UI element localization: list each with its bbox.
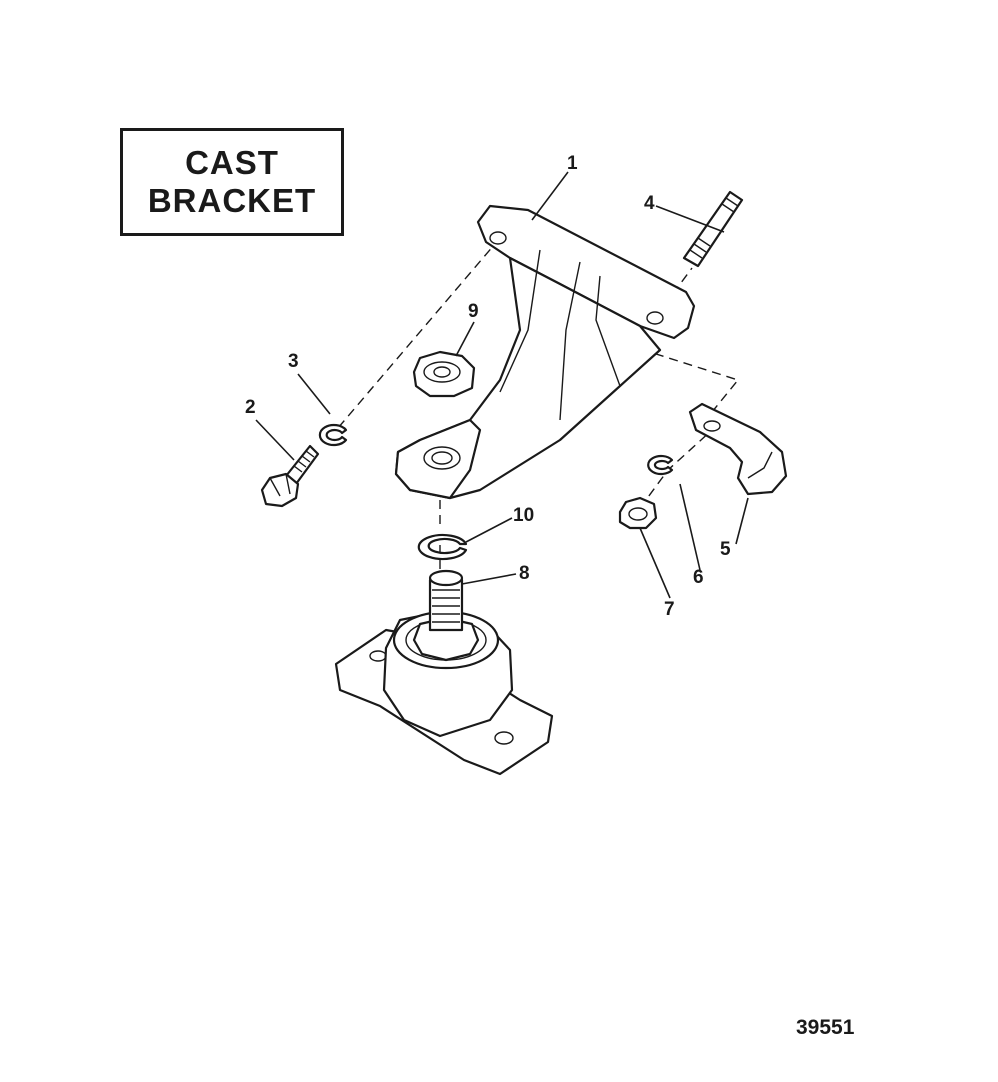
callout-6: 6	[693, 567, 704, 588]
bolt-part-2	[260, 444, 320, 508]
title-line-1: CAST	[185, 144, 279, 181]
p-clamp-part-5	[688, 402, 788, 496]
lock-washer-part-6	[647, 454, 674, 476]
callout-5: 5	[720, 539, 731, 560]
callout-8: 8	[519, 563, 530, 584]
title-line-2: BRACKET	[147, 182, 317, 219]
callout-2: 2	[245, 397, 256, 418]
callout-1: 1	[567, 153, 578, 174]
figure-number: 39551	[796, 1016, 855, 1039]
nut-part-7	[618, 496, 658, 530]
lock-washer-part-3	[318, 423, 348, 447]
callout-4: 4	[644, 193, 655, 214]
callout-7: 7	[664, 599, 675, 620]
cast-bracket-part	[394, 204, 696, 500]
callout-10: 10	[513, 505, 535, 526]
callout-9: 9	[468, 301, 479, 322]
hex-nut-part-9	[412, 350, 476, 398]
washer-part-10	[417, 533, 468, 561]
callout-3: 3	[288, 351, 299, 372]
stud-part-4	[682, 190, 744, 268]
callout-leader-lines	[255, 171, 749, 599]
diagram-title-box: CAST BRACKET	[120, 128, 344, 236]
engine-mount-part-8	[334, 569, 554, 776]
